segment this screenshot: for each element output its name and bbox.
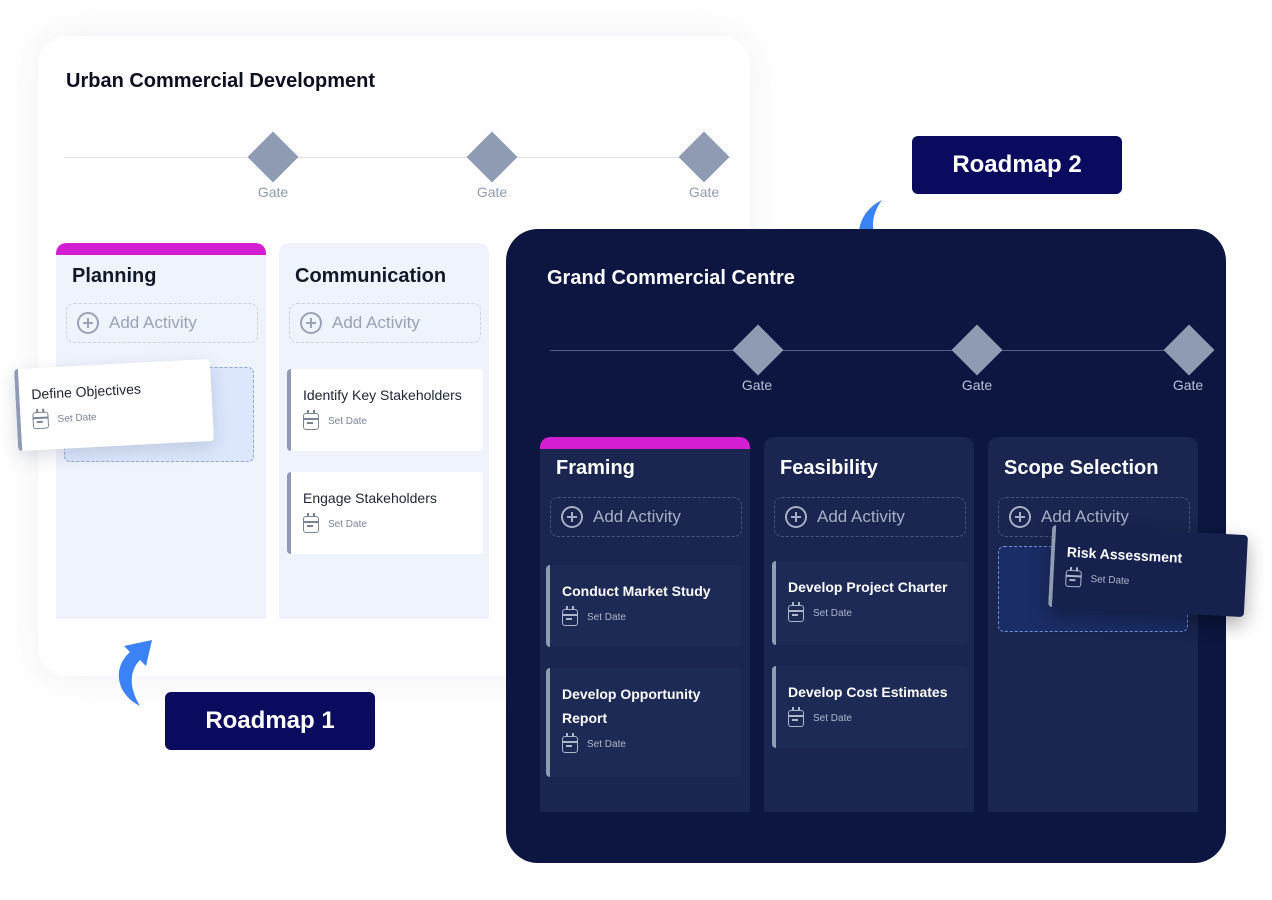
lane-title: Communication [295,265,447,287]
calendar-icon [788,707,804,727]
set-date-button[interactable]: Set Date [303,410,471,430]
activity-title: Define Objectives [30,380,142,403]
lane-scope-selection: Scope Selection Add Activity [988,437,1198,812]
set-date-button[interactable]: Set Date [562,606,730,626]
activity-card[interactable]: Conduct Market Study Set Date [546,565,742,647]
lane-feasibility: Feasibility Add Activity Develop Project… [764,437,974,812]
set-date-label: Set Date [813,713,852,724]
activity-title: Identify Key Stakeholders [303,387,462,403]
activity-card[interactable]: Develop Project Charter Set Date [772,561,968,645]
add-activity-button[interactable]: Add Activity [289,303,481,343]
calendar-icon [303,513,319,533]
gate-label: Gate [257,184,289,200]
set-date-label: Set Date [813,608,852,619]
plus-circle-icon [1009,506,1031,528]
gate-label: Gate [741,377,773,393]
calendar-icon [303,410,319,430]
add-activity-button[interactable]: Add Activity [550,497,742,537]
plus-circle-icon [785,506,807,528]
gate-label: Gate [476,184,508,200]
lane-framing: Framing Add Activity Conduct Market Stud… [540,437,750,812]
set-date-label: Set Date [328,416,367,427]
roadmap-2-badge: Roadmap 2 [912,136,1122,194]
calendar-icon [562,733,578,753]
gate-label: Gate [961,377,993,393]
curved-arrow-icon [118,640,152,706]
gate-label: Gate [688,184,720,200]
activity-card[interactable]: Develop Opportunity Report Set Date [546,668,742,777]
dragged-activity-card[interactable]: Define Objectives Set Date [13,358,215,452]
plus-circle-icon [300,312,322,334]
lane-title: Framing [556,457,635,479]
add-activity-label: Add Activity [1041,507,1129,526]
calendar-icon [1065,566,1082,588]
activity-card[interactable]: Identify Key Stakeholders Set Date [287,369,483,451]
roadmap-2-title: Grand Commercial Centre [547,267,795,289]
activity-card[interactable]: Engage Stakeholders Set Date [287,472,483,554]
calendar-icon [562,606,578,626]
set-date-button[interactable]: Set Date [788,707,956,727]
add-activity-label: Add Activity [109,313,197,332]
lane-title: Feasibility [780,457,878,479]
activity-title: Develop Project Charter [788,579,948,595]
dragged-activity-card[interactable]: Risk Assessment Set Date [1047,524,1249,618]
add-activity-label: Add Activity [332,313,420,332]
roadmap-1-badge: Roadmap 1 [165,692,375,750]
lane-communication: Communication Add Activity Identify Key … [279,243,489,619]
activity-title: Conduct Market Study [562,583,711,599]
add-activity-button[interactable]: Add Activity [66,303,258,343]
lane-accent-bar [56,243,266,255]
calendar-icon [32,408,50,430]
add-activity-label: Add Activity [817,507,905,526]
set-date-button[interactable]: Set Date [32,403,201,430]
plus-circle-icon [561,506,583,528]
lane-accent-bar [540,437,750,449]
set-date-label: Set Date [587,739,626,750]
set-date-label: Set Date [57,411,97,425]
set-date-button[interactable]: Set Date [1065,566,1234,596]
set-date-label: Set Date [587,612,626,623]
lane-title: Scope Selection [1004,457,1159,479]
calendar-icon [788,602,804,622]
activity-title: Develop Cost Estimates [788,684,948,700]
add-activity-label: Add Activity [593,507,681,526]
roadmap-1-title: Urban Commercial Development [66,70,375,92]
set-date-button[interactable]: Set Date [303,513,471,533]
lane-title: Planning [72,265,157,287]
plus-circle-icon [77,312,99,334]
activity-card[interactable]: Develop Cost Estimates Set Date [772,666,968,748]
roadmap-2-timeline [550,350,1200,351]
roadmap-1-timeline [64,157,730,158]
add-activity-button[interactable]: Add Activity [774,497,966,537]
set-date-label: Set Date [328,519,367,530]
set-date-button[interactable]: Set Date [562,733,730,753]
set-date-button[interactable]: Set Date [788,602,956,622]
activity-title: Develop Opportunity Report [562,686,701,726]
gate-label: Gate [1172,377,1204,393]
activity-title: Engage Stakeholders [303,490,437,506]
set-date-label: Set Date [1090,574,1130,588]
activity-title: Risk Assessment [1066,543,1183,566]
